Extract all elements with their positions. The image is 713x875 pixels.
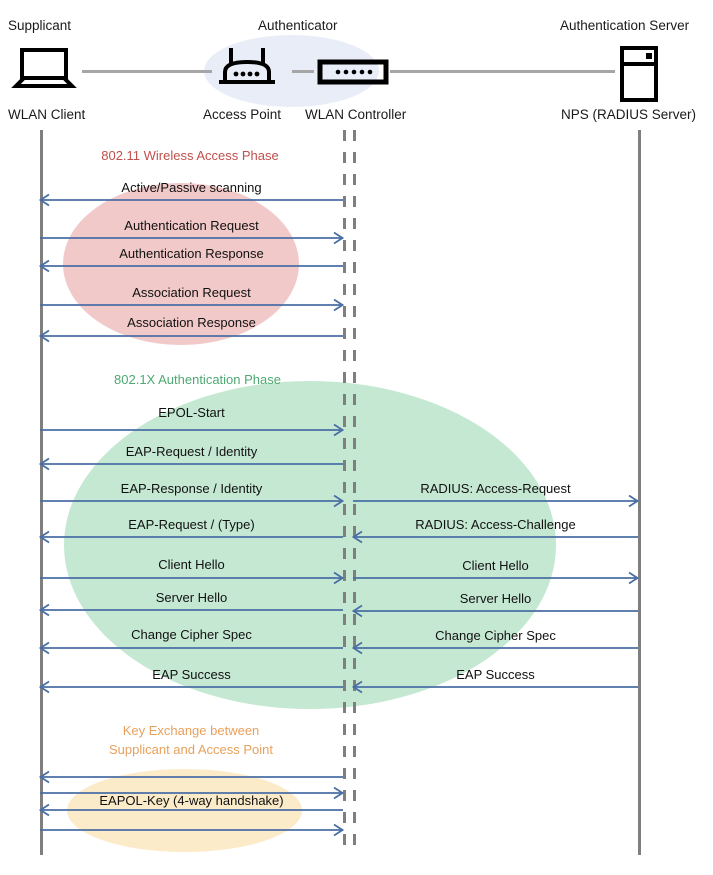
wlan-controller-icon: [317, 59, 389, 85]
message-arrow-left-0: [38, 193, 343, 207]
actor-label-wlan-client: WLAN Client: [8, 107, 86, 122]
message-arrow-left-2: [38, 259, 343, 273]
message-arrow-left-13: [38, 770, 343, 784]
lifeline-wlan-controller-dashed: [353, 130, 356, 855]
message-arrow-left-1: [40, 231, 345, 245]
laptop-icon: [11, 48, 80, 90]
message-arrow-left-6: [38, 457, 343, 471]
phase-label-80211: 802.11 Wireless Access Phase: [101, 148, 279, 163]
message-label-right-4: Change Cipher Spec: [435, 628, 556, 643]
message-label-left-5: EPOL-Start: [158, 405, 225, 420]
message-label-left-11: Change Cipher Spec: [131, 627, 252, 642]
message-label-right-2: Client Hello: [462, 558, 529, 573]
link-controller-to-server: [390, 70, 615, 73]
message-arrow-left-12: [38, 680, 343, 694]
message-arrow-left-5: [40, 423, 345, 437]
phase-label-key-exchange: Key Exchange between Supplicant and Acce…: [87, 721, 295, 759]
phase-label-8021x: 802.1X Authentication Phase: [114, 372, 281, 387]
message-arrow-left-8: [38, 530, 343, 544]
message-arrow-right-5: [351, 680, 638, 694]
actor-title-authentication-server: Authentication Server: [560, 18, 690, 33]
lifeline-authentication-server: [638, 130, 641, 855]
actor-label-nps-radius-server: NPS (RADIUS Server): [561, 107, 697, 122]
phase-label-key-exchange-line1: Key Exchange between: [122, 723, 260, 738]
message-arrow-left-9: [40, 571, 345, 585]
message-arrow-right-3: [351, 604, 638, 618]
server-icon: [619, 46, 659, 102]
message-arrow-right-4: [351, 641, 638, 655]
actor-title-supplicant: Supplicant: [8, 18, 72, 33]
message-arrow-left-7: [40, 494, 345, 508]
message-label-left-1: Authentication Request: [124, 218, 259, 233]
message-label-right-1: RADIUS: Access-Challenge: [415, 517, 576, 532]
message-label-left-6: EAP-Request / Identity: [125, 444, 258, 459]
message-label-left-4: Association Response: [127, 315, 256, 330]
message-label-left-7: EAP-Response / Identity: [120, 481, 263, 496]
authenticator-halo: [204, 35, 379, 107]
message-label-left-9: Client Hello: [158, 557, 225, 572]
message-label-left-12: EAP Success: [152, 667, 231, 682]
link-ap-to-controller: [292, 70, 314, 73]
message-label-right-5: EAP Success: [456, 667, 535, 682]
message-label-left-15: EAPOL-Key (4-way handshake): [99, 793, 284, 808]
phase-label-key-exchange-line2: Supplicant and Access Point: [108, 742, 274, 757]
message-label-left-0: Active/Passive scanning: [121, 180, 262, 195]
phase-ellipse-8021x: [64, 381, 556, 709]
message-arrow-left-3: [40, 298, 345, 312]
link-client-to-ap: [82, 70, 212, 73]
message-label-left-3: Association Request: [132, 285, 251, 300]
message-arrow-left-16: [40, 823, 345, 837]
message-arrow-right-0: [353, 494, 640, 508]
actor-label-access-point: Access Point: [203, 107, 282, 122]
lifeline-access-point-dashed: [343, 130, 346, 855]
actor-label-wlan-controller: WLAN Controller: [305, 107, 407, 122]
message-label-left-10: Server Hello: [155, 590, 228, 605]
message-arrow-right-1: [351, 530, 638, 544]
lifeline-supplicant: [40, 130, 43, 855]
access-point-icon: [217, 46, 277, 92]
message-label-left-8: EAP-Request / (Type): [128, 517, 255, 532]
actor-title-authenticator: Authenticator: [258, 18, 338, 33]
message-arrow-left-4: [38, 329, 343, 343]
message-arrow-left-11: [38, 641, 343, 655]
phase-ellipse-80211: [63, 183, 299, 345]
message-arrow-left-14: [40, 786, 345, 800]
message-arrow-left-15: [38, 803, 343, 817]
message-label-left-2: Authentication Response: [119, 246, 264, 261]
message-label-right-3: Server Hello: [459, 591, 532, 606]
message-label-right-0: RADIUS: Access-Request: [420, 481, 571, 496]
message-arrow-left-10: [38, 603, 343, 617]
message-arrow-right-2: [353, 571, 640, 585]
